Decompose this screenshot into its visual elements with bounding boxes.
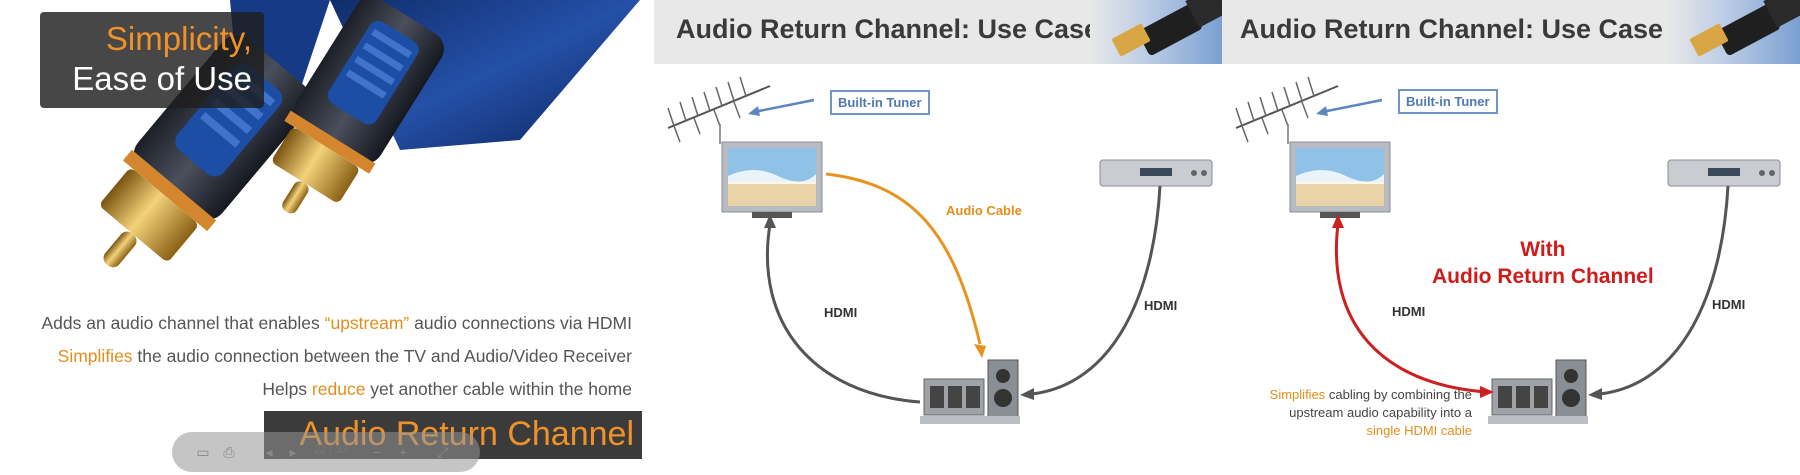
- arc-note-text-1: cabling by combining the: [1325, 387, 1472, 402]
- badge-line-1: Simplicity,: [105, 20, 252, 57]
- zoom-in-icon[interactable]: +: [398, 444, 408, 460]
- hdmi-connector-image: [1090, 0, 1222, 64]
- prev-slide-icon[interactable]: ◂: [265, 444, 273, 460]
- bullet-1-text-end: audio connections via HDMI: [409, 313, 632, 333]
- hdmi-left-label: HDMI: [1392, 304, 1426, 319]
- with-line-2: Audio Return Channel: [1432, 265, 1654, 288]
- diagram-audio-cable: [667, 76, 1213, 424]
- arc-note-line-2: upstream audio capability into a: [1289, 405, 1472, 420]
- zoom-out-icon[interactable]: −: [372, 444, 382, 460]
- audio-cable-label: Audio Cable: [946, 203, 1022, 218]
- bullet-1-highlight: “upstream”: [324, 313, 410, 333]
- diagram-arc: [1235, 76, 1781, 424]
- next-slide-icon[interactable]: ▸: [289, 444, 297, 460]
- with-arc-heading: With Audio Return Channel: [1432, 236, 1654, 290]
- fullscreen-icon[interactable]: ⤢: [437, 444, 449, 460]
- arc-note-highlight-1: Simplifies: [1269, 387, 1326, 402]
- slide-intro: Simplicity, Ease of Use Adds an audio ch…: [0, 0, 654, 475]
- page-current: 22: [314, 444, 327, 456]
- bullet-3-text: Helps: [262, 379, 312, 399]
- bullet-3: Helps reduce yet another cable within th…: [262, 379, 632, 400]
- dvd-player-icon: [1099, 159, 1213, 187]
- arc-note: Simplifies cabling by combining the upst…: [1270, 386, 1472, 440]
- page-total: 33: [335, 444, 348, 456]
- slide-header: Audio Return Channel: Use Case: [1222, 0, 1800, 64]
- slideshow-toolbar[interactable]: ▭ ⎙ ◂ ▸ 22 / 33 − + ⤢: [172, 432, 480, 472]
- bullet-2-text-end: the audio connection between the TV and …: [132, 346, 632, 366]
- slide-use-case-arc: Audio Return Channel: Use Case: [1222, 0, 1800, 475]
- slide-title: Audio Return Channel: Use Case: [676, 14, 1100, 44]
- bullet-2-highlight: Simplifies: [57, 346, 133, 366]
- print-icon[interactable]: ⎙: [223, 444, 235, 460]
- page-separator: /: [329, 444, 333, 456]
- antenna-icon: [667, 76, 771, 144]
- bullet-3-text-end: yet another cable within the home: [365, 379, 632, 399]
- av-receiver-icon: [920, 359, 1020, 424]
- with-line-1: With: [1520, 238, 1566, 261]
- hdmi-right-label: HDMI: [1144, 298, 1178, 313]
- slide-header: Audio Return Channel: Use Case: [654, 0, 1222, 64]
- dvd-player-icon: [1667, 159, 1781, 187]
- page-indicator: 22 / 33: [314, 444, 348, 456]
- badge-line-2: Ease of Use: [72, 60, 252, 97]
- antenna-icon: [1235, 76, 1339, 144]
- built-in-tuner-label: Built-in Tuner: [1398, 89, 1498, 114]
- arc-note-line-1: Simplifies cabling by combining the: [1270, 386, 1472, 404]
- av-receiver-icon: [1488, 359, 1588, 424]
- hdmi-right-label: HDMI: [1712, 297, 1746, 312]
- built-in-tuner-label: Built-in Tuner: [830, 90, 930, 115]
- simplicity-badge: Simplicity, Ease of Use: [40, 12, 264, 108]
- tv-icon: [1289, 141, 1391, 218]
- bullet-2: Simplifies the audio connection between …: [58, 346, 632, 367]
- slide-title: Audio Return Channel: Use Case: [1240, 14, 1664, 44]
- bullet-1: Adds an audio channel that enables “upst…: [42, 313, 633, 334]
- bullet-1-text: Adds an audio channel that enables: [41, 313, 325, 333]
- hdmi-connector-image: [1668, 0, 1800, 64]
- hdmi-left-label: HDMI: [824, 305, 858, 320]
- save-icon[interactable]: ▭: [196, 444, 210, 460]
- bullet-3-highlight: reduce: [311, 379, 366, 399]
- tv-icon: [721, 141, 823, 218]
- slide-use-case-audio-cable: Audio Return Channel: Use Case: [654, 0, 1222, 475]
- arc-note-line-3: single HDMI cable: [1366, 423, 1473, 438]
